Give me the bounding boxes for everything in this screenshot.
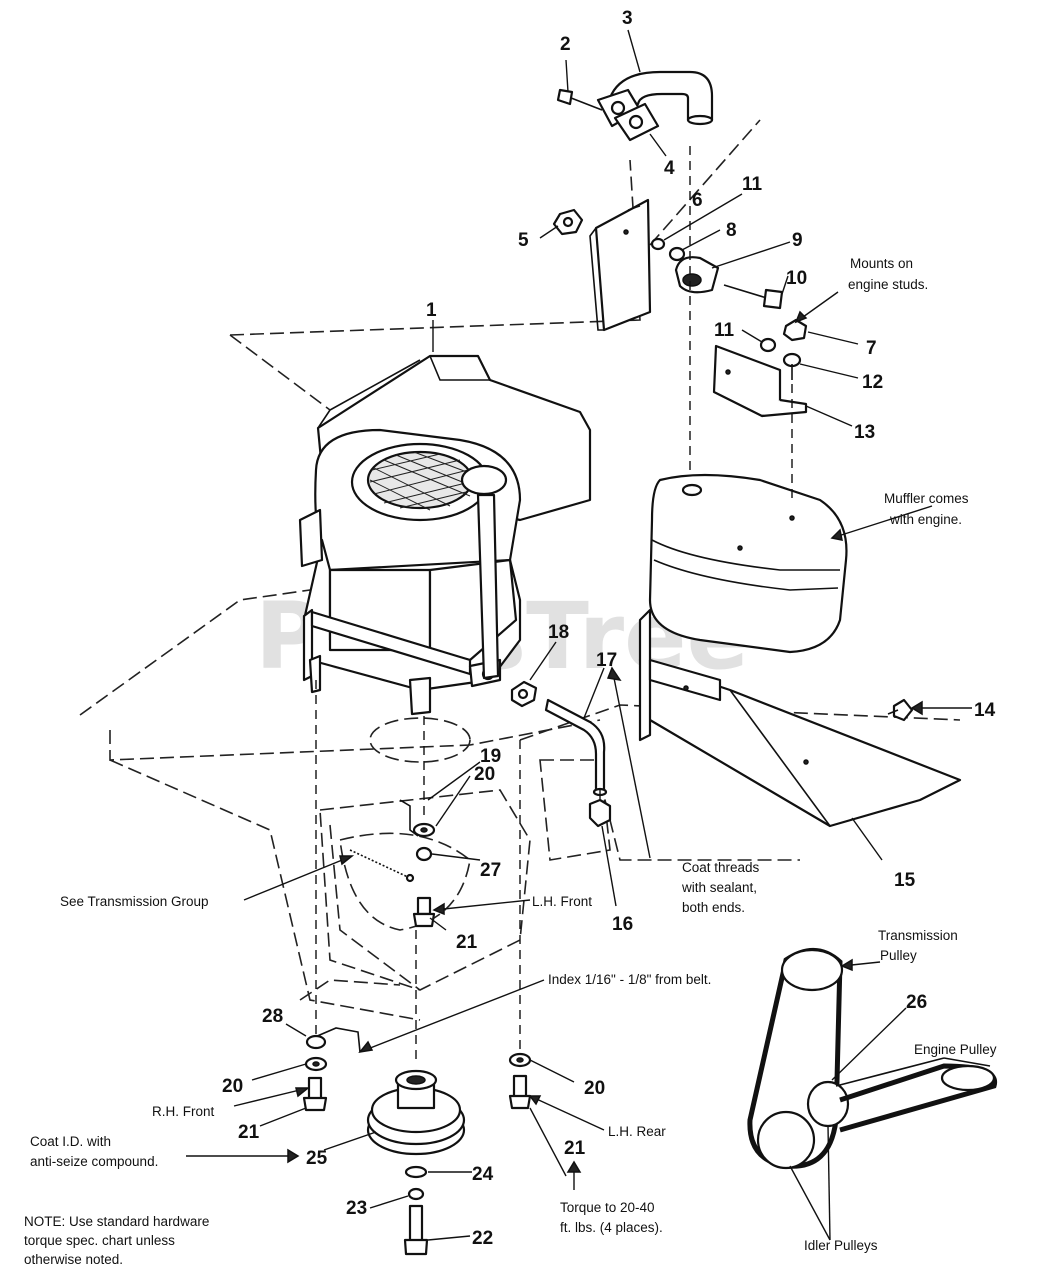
engine-screen-mesh — [369, 451, 473, 511]
callout-20-lh-rear: 20 — [584, 1078, 605, 1099]
exhaust-gaskets — [596, 88, 660, 142]
note-standard-hardware-line3: otherwise noted. — [24, 1252, 123, 1267]
note-standard-hardware-line1: NOTE: Use standard hardware — [24, 1214, 209, 1229]
callout-2: 2 — [560, 34, 571, 55]
note-lh-front: L.H. Front — [532, 894, 592, 909]
callout-14: 14 — [974, 700, 996, 721]
leader-lines — [186, 29, 991, 1241]
callout-23: 23 — [346, 1198, 367, 1219]
callout-22: 22 — [472, 1228, 493, 1249]
callout-21-lh-front: 21 — [456, 932, 478, 953]
rh-front-hardware — [302, 1027, 361, 1112]
engine-pulley — [366, 1069, 466, 1256]
callout-5: 5 — [518, 230, 529, 251]
muffler-heat-shield — [638, 608, 962, 828]
note-coat-id-line2: anti-seize compound. — [30, 1154, 158, 1169]
label-engine-pulley: Engine Pulley — [914, 1042, 997, 1057]
callout-9: 9 — [792, 230, 803, 251]
fitting-nut — [510, 680, 538, 708]
callout-4: 4 — [664, 158, 675, 179]
callout-15: 15 — [894, 870, 916, 891]
callout-25: 25 — [306, 1148, 328, 1169]
callout-1: 1 — [426, 300, 437, 321]
callout-20-center: 20 — [474, 764, 495, 785]
note-torque-line2: ft. lbs. (4 places). — [560, 1220, 663, 1235]
transmission-housing — [319, 759, 611, 991]
washers-clamp — [650, 237, 784, 310]
callout-13: 13 — [854, 422, 875, 443]
note-coat-id-line1: Coat I.D. with — [30, 1134, 111, 1149]
label-transmission-pulley-line1: Transmission — [878, 928, 958, 943]
callout-24: 24 — [472, 1164, 494, 1185]
callout-17: 17 — [596, 650, 617, 671]
note-standard-hardware-line2: torque spec. chart unless — [24, 1233, 175, 1248]
note-mounts-line1: Mounts on — [850, 256, 913, 271]
drain-tube — [544, 698, 612, 828]
callout-3: 3 — [622, 8, 633, 29]
belt-drive-schematic — [747, 948, 998, 1170]
callout-18: 18 — [548, 622, 569, 643]
center-mount-hardware — [399, 799, 436, 928]
note-lh-rear: L.H. Rear — [608, 1124, 666, 1139]
transmission-spring — [349, 849, 415, 883]
chassis-frame-outline — [79, 119, 961, 1021]
label-transmission-pulley-line2: Pulley — [880, 948, 917, 963]
engine — [298, 354, 592, 716]
callout-8: 8 — [726, 220, 737, 241]
note-coat-threads-line1: Coat threads — [682, 860, 760, 875]
heat-shield-bolt — [887, 698, 914, 722]
note-muffler-line1: Muffler comes — [884, 491, 969, 506]
elbow-bolt — [556, 88, 603, 111]
muffler — [648, 473, 848, 654]
callout-16: 16 — [612, 914, 633, 935]
callout-numbers: 1 2 3 4 5 6 7 8 9 10 11 11 12 13 14 15 1… — [222, 8, 996, 1249]
callout-21-lh-rear: 21 — [564, 1138, 586, 1159]
note-torque-line1: Torque to 20-40 — [560, 1200, 655, 1215]
note-rh-front: R.H. Front — [152, 1104, 215, 1119]
annotation-notes: Mounts on engine studs. Muffler comes wi… — [24, 256, 997, 1267]
callout-27: 27 — [480, 860, 501, 881]
hex-nut — [552, 208, 584, 236]
callout-28: 28 — [262, 1006, 283, 1027]
callout-11-lower: 11 — [714, 320, 735, 341]
assembly-centerlines — [315, 146, 793, 1060]
heat-shield — [589, 198, 652, 332]
callout-11-top: 11 — [742, 174, 763, 195]
note-mounts-line2: engine studs. — [848, 277, 928, 292]
callout-6: 6 — [692, 190, 703, 211]
callout-10: 10 — [786, 268, 807, 289]
callout-19: 19 — [480, 746, 501, 767]
note-index-belt: Index 1/16" - 1/8" from belt. — [548, 972, 711, 987]
callout-20-rh-front: 20 — [222, 1076, 243, 1097]
note-coat-threads-line2: with sealant, — [681, 880, 757, 895]
label-idler-pulleys: Idler Pulleys — [804, 1238, 878, 1253]
callout-21-rh-front: 21 — [238, 1122, 260, 1143]
callout-26: 26 — [906, 992, 927, 1013]
note-coat-threads-line3: both ends. — [682, 900, 745, 915]
callout-7: 7 — [866, 338, 877, 359]
mounting-bracket-hardware — [712, 318, 808, 418]
lh-rear-hardware — [508, 1052, 532, 1110]
callout-12: 12 — [862, 372, 883, 393]
note-see-transmission: See Transmission Group — [60, 894, 209, 909]
note-muffler-line2: with engine. — [889, 512, 962, 527]
